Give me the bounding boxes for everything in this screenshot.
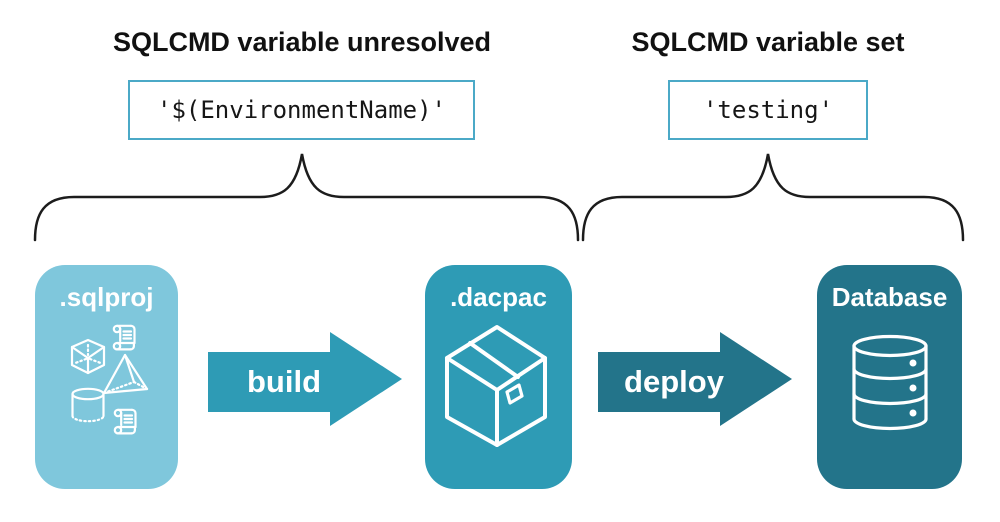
heading-sqlcmd-set: SQLCMD variable set — [631, 27, 905, 57]
node-sqlproj-label: .sqlproj — [59, 282, 154, 312]
node-dacpac: .dacpac — [425, 265, 572, 489]
deploy-arrow-label: deploy — [624, 364, 724, 399]
left-brace — [33, 153, 580, 242]
brace-group — [33, 153, 965, 242]
node-database-label: Database — [831, 282, 948, 312]
code-box-set: 'testing' — [668, 80, 868, 140]
node-sqlproj: .sqlproj — [35, 265, 178, 489]
heading-sqlcmd-unresolved: SQLCMD variable unresolved — [112, 27, 492, 57]
build-arrow-label: build — [246, 364, 322, 399]
node-database: Database — [817, 265, 962, 489]
node-dacpac-label: .dacpac — [450, 282, 547, 312]
right-brace — [581, 153, 965, 242]
code-box-unresolved: '$(EnvironmentName)' — [128, 80, 475, 140]
code-text-unresolved: '$(EnvironmentName)' — [157, 96, 446, 124]
code-text-set: 'testing' — [702, 96, 834, 124]
